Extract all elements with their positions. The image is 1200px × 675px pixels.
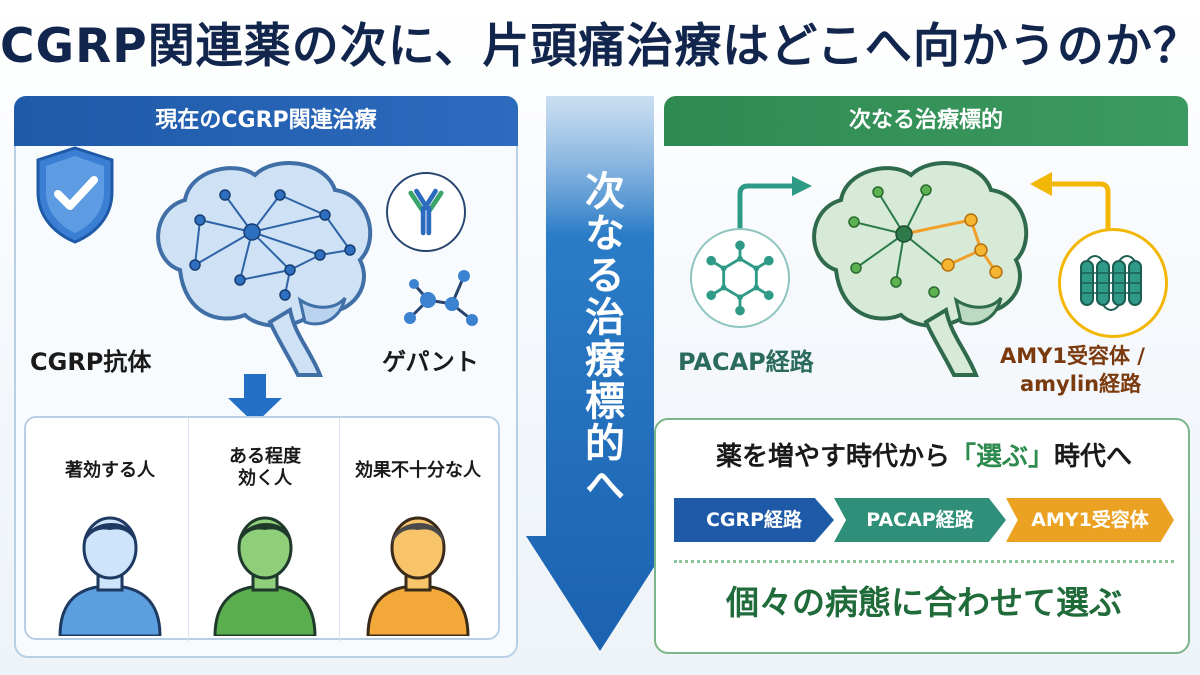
- cgrp-antibody-label: CGRP抗体: [30, 348, 152, 376]
- current-treatment-header: 現在のCGRP関連治療: [14, 96, 518, 146]
- selection-era-slogan: 薬を増やす時代から「選ぶ」時代へ: [656, 436, 1192, 473]
- pacap-molecule-icon: [690, 228, 790, 328]
- pathway-chip-amy1: AMY1受容体: [1006, 498, 1174, 542]
- slogan-highlight: 「選ぶ」: [949, 442, 1054, 472]
- responder-col-3: 効果不十分な人: [342, 418, 494, 642]
- pacap-label: PACAP経路: [678, 348, 814, 376]
- responder-label-1: 著効する人: [65, 460, 155, 481]
- slogan-pre: 薬を増やす時代から: [715, 442, 950, 472]
- pacap-arrow-icon: [737, 176, 812, 232]
- receptor-icon: [1058, 228, 1168, 338]
- arrow-down-icon: [228, 374, 282, 424]
- responder-col-1: 著効する人: [34, 418, 186, 642]
- antibody-icon: [386, 172, 466, 252]
- responder-label-3: 効果不十分な人: [355, 460, 481, 481]
- amy-arrow-icon: [1030, 172, 1111, 230]
- brain-network-icon: [156, 161, 373, 377]
- responder-group-box: 著効する人 ある程度 効く人 効果不十分な人: [24, 416, 500, 642]
- next-target-panel: 次なる治療標的: [664, 96, 1188, 398]
- slogan-post: 時代へ: [1054, 442, 1133, 472]
- person-icon: [213, 516, 317, 636]
- gepant-label: ゲパント: [382, 348, 479, 376]
- responder-col-2: ある程度 効く人: [188, 418, 340, 642]
- person-icon: [58, 516, 162, 636]
- molecule-icon: [404, 270, 478, 326]
- pathway-chip-pacap: PACAP経路: [834, 498, 1006, 542]
- person-icon: [366, 516, 470, 636]
- pathway-chip-cgrp: CGRP経路: [674, 498, 834, 542]
- divider: [674, 560, 1174, 563]
- amy-label-line1: AMY1受容体 /: [1000, 344, 1145, 368]
- brain-network-icon: [812, 161, 1029, 377]
- selection-era-box: 薬を増やす時代から「選ぶ」時代へ CGRP経路 PACAP経路 AMY1受容体 …: [654, 418, 1190, 654]
- amy-label-line2: amylin経路: [1020, 372, 1142, 396]
- responder-label-2: ある程度 効く人: [229, 446, 301, 489]
- page-title: CGRP関連薬の次に、片頭痛治療はどこへ向かうのか？: [0, 19, 1200, 74]
- next-target-arrow: [526, 96, 674, 651]
- next-target-header: 次なる治療標的: [664, 96, 1188, 146]
- amy-label: AMY1受容体 / amylin経路: [1000, 342, 1200, 398]
- personalized-tagline: 個々の病態に合わせて選ぶ: [726, 583, 1122, 622]
- next-target-arrow-text: 次なる治療標的へ: [578, 170, 624, 506]
- shield-check-icon: [36, 146, 114, 244]
